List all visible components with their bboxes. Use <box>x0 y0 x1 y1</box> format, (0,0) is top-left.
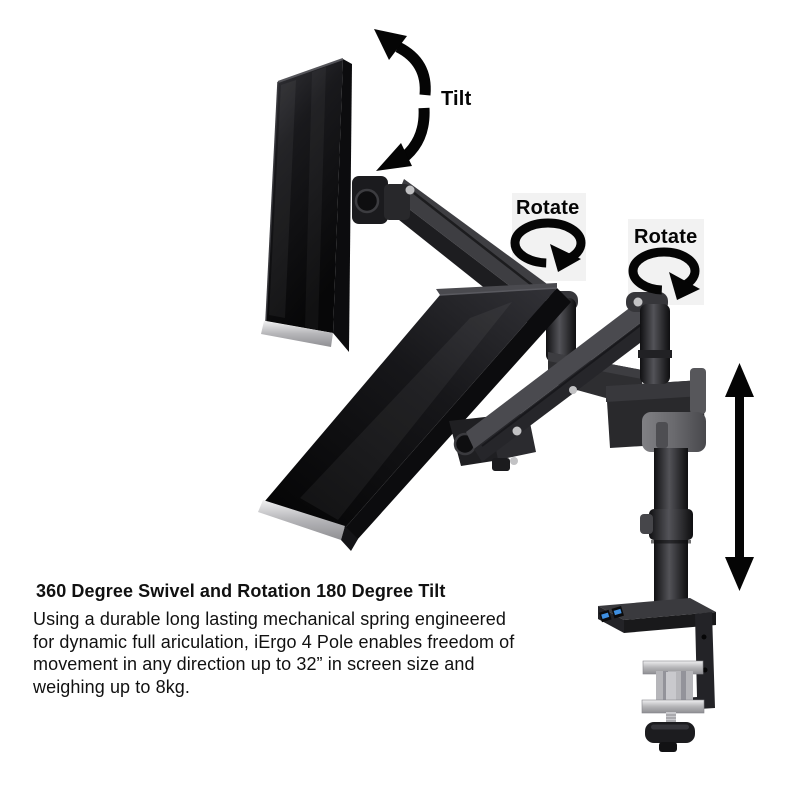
monitor-upper <box>261 58 352 352</box>
pivot-screw <box>512 426 522 436</box>
monitor-upper-screen <box>266 59 343 333</box>
pivot-screw <box>510 457 518 465</box>
pivot-screw <box>405 185 415 195</box>
rotate-pole-label: Rotate <box>634 226 698 248</box>
monitor-lower-screen <box>265 288 557 528</box>
pole-head-assembly <box>606 368 706 452</box>
pivot-screw <box>633 297 643 307</box>
usb-port-icon <box>613 608 622 616</box>
gas-spring-arm-lower <box>466 292 672 465</box>
clamp-screw-rod <box>666 712 676 724</box>
pole <box>640 448 693 604</box>
rotate-arm-label: Rotate <box>516 197 580 219</box>
feature-description: 360 Degree Swivel and Rotation 180 Degre… <box>33 579 598 698</box>
rotate-loop-arrow-icon-pole <box>628 247 700 300</box>
annotation-box-rotate-arm <box>512 193 586 281</box>
pole-collar-tab <box>640 514 653 534</box>
feature-heading: 360 Degree Swivel and Rotation 180 Degre… <box>36 581 446 601</box>
usb-hub-base <box>598 598 716 633</box>
feature-text-line: for dynamic full ariculation, iErgo 4 Po… <box>33 631 515 652</box>
monitor-upper-bottom-strip <box>261 321 333 347</box>
monitor-lower <box>258 283 571 551</box>
vertical-double-arrow-icon <box>725 363 754 591</box>
feature-text-line: Using a durable long lasting mechanical … <box>33 609 506 629</box>
monitor-lower-bottom-strip <box>258 500 345 540</box>
usb-ports <box>599 606 624 623</box>
clamp-knob <box>645 722 695 752</box>
pivot-screw <box>569 386 577 394</box>
tilt-curved-arrow-icon <box>374 29 431 171</box>
feature-text-line: movement in any direction up to 32” in s… <box>33 654 475 675</box>
vesa-mount-upper <box>352 176 415 224</box>
usb-port-icon <box>601 612 610 619</box>
desk-clamp <box>641 612 715 752</box>
tilt-label: Tilt <box>441 88 472 110</box>
rotate-loop-arrow-icon-arm <box>510 218 586 272</box>
feature-text-line: weighing up to 8kg. <box>33 676 191 697</box>
